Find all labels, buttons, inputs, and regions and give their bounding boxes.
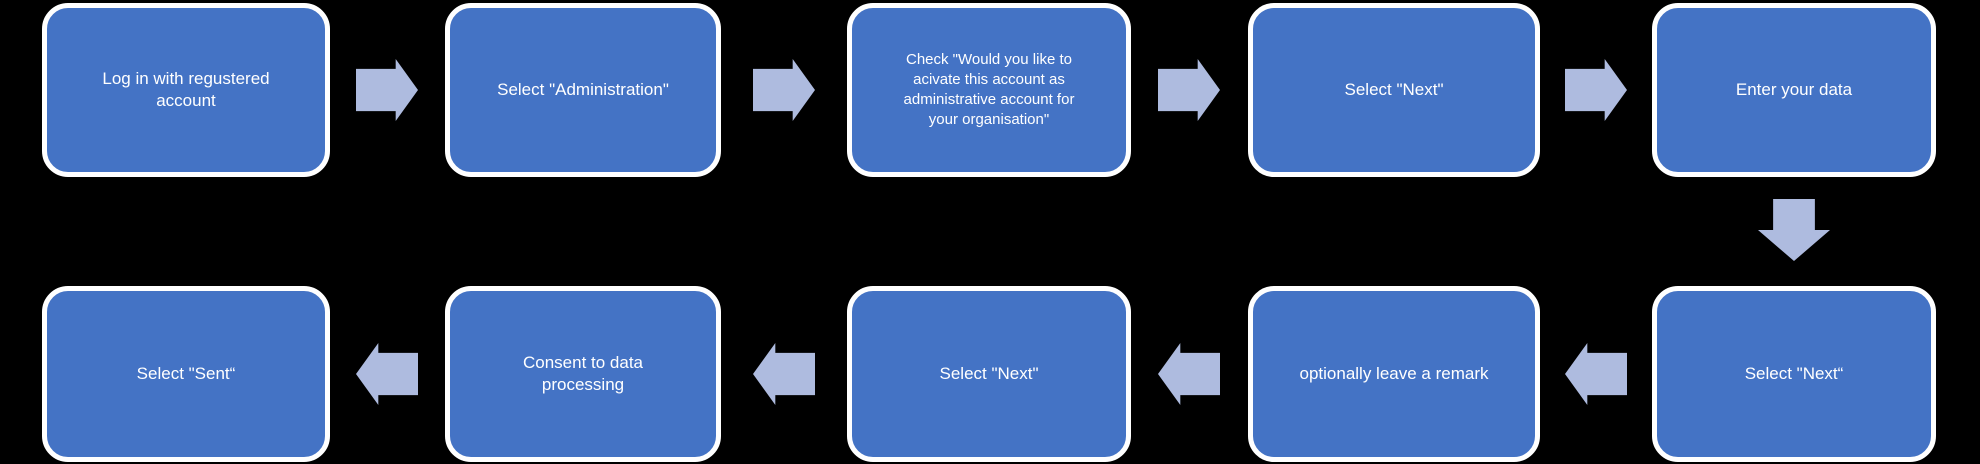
- flow-step-consent-data-processing: Consent to data processing: [445, 286, 721, 462]
- right-arrow-icon: [1565, 59, 1627, 121]
- left-arrow-icon: [1158, 343, 1220, 405]
- left-arrow-icon: [753, 343, 815, 405]
- flow-step-check-activate-admin: Check "Would you like to acivate this ac…: [847, 3, 1131, 177]
- flow-step-enter-data: Enter your data: [1652, 3, 1936, 177]
- flow-step-leave-remark: optionally leave a remark: [1248, 286, 1540, 462]
- flow-step-select-sent: Select "Sent“: [42, 286, 330, 462]
- down-arrow-icon: [1758, 199, 1830, 261]
- right-arrow-icon: [753, 59, 815, 121]
- right-arrow-icon: [356, 59, 418, 121]
- flow-step-select-administration: Select "Administration": [445, 3, 721, 177]
- left-arrow-icon: [356, 343, 418, 405]
- flow-step-select-next-1: Select "Next": [1248, 3, 1540, 177]
- left-arrow-icon: [1565, 343, 1627, 405]
- flow-step-select-next-2: Select "Next“: [1652, 286, 1936, 462]
- right-arrow-icon: [1158, 59, 1220, 121]
- flow-step-login: Log in with regustered account: [42, 3, 330, 177]
- flow-step-select-next-3: Select "Next": [847, 286, 1131, 462]
